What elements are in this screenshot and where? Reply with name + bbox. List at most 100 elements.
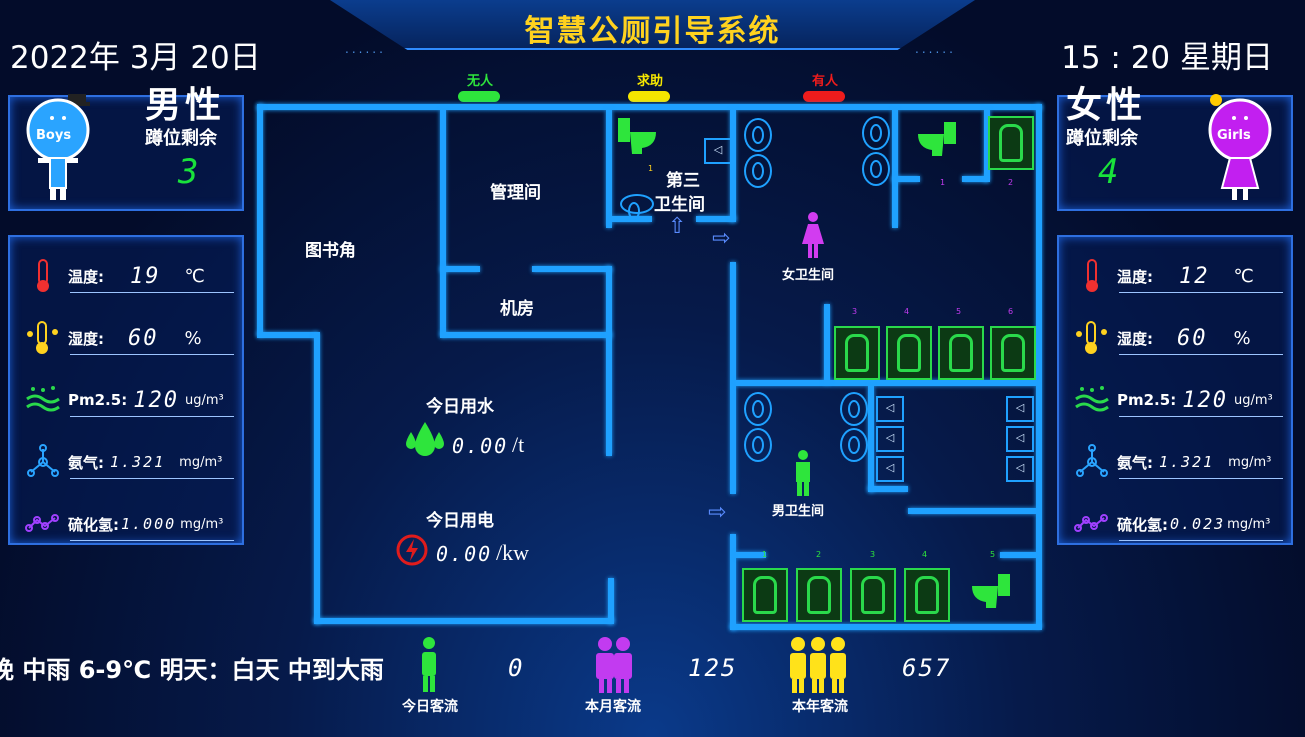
male-ammonia-value: 1.321 — [110, 453, 166, 471]
chain-icon — [1073, 505, 1111, 543]
third-wc-stall-num: 1 — [648, 164, 654, 173]
boys-avatar-label: Boys — [36, 128, 72, 143]
power-usage-unit: /kw — [496, 540, 529, 565]
date-display: 2022年 3月 20日 — [10, 40, 261, 76]
male-stall-2 — [796, 568, 842, 622]
lightning-icon — [396, 534, 428, 566]
legend-occupied-label: 有人 — [811, 74, 838, 89]
thermometer-icon — [1073, 257, 1111, 295]
male-stall-4 — [904, 568, 950, 622]
male-stall-num: 1 — [762, 550, 768, 559]
molecule-icon — [1073, 443, 1111, 481]
male-title: 男性 — [145, 85, 226, 126]
male-stall-num: 5 — [990, 550, 996, 559]
male-h2s-unit: mg/m³ — [180, 516, 224, 532]
female-person-icon — [802, 212, 824, 258]
right-arrow-icon: ⇨ — [708, 500, 727, 525]
male-h2s-value: 1.000 — [121, 515, 177, 533]
female-stall-6 — [990, 326, 1036, 380]
male-h2s-label: 硫化氢: — [68, 515, 119, 534]
chain-icon — [24, 505, 62, 543]
water-usage-value: 0.00 — [452, 434, 509, 458]
female-ammonia-unit: mg/m³ — [1228, 454, 1272, 470]
male-temperature-label: 温度: — [68, 267, 104, 286]
male-urinal-icon: ◁ — [1006, 426, 1034, 452]
male-pm25-value: 120 — [133, 387, 179, 413]
male-urinal-icon: ◁ — [1006, 456, 1034, 482]
monthly-flow-label: 本月客流 — [585, 699, 641, 715]
female-ammonia-label: 氨气: — [1117, 453, 1153, 472]
male-ammonia-unit: mg/m³ — [179, 454, 223, 470]
female-sink-icon — [744, 118, 772, 152]
male-wc-label: 男卫生间 — [772, 504, 825, 519]
room-machine-label: 机房 — [500, 299, 534, 319]
female-h2s-unit: mg/m³ — [1227, 516, 1271, 532]
female-stall-num: 4 — [904, 307, 910, 316]
female-temperature-label: 温度: — [1117, 267, 1153, 286]
female-pm25-unit: ug/m³ — [1233, 392, 1273, 408]
power-usage-value: 0.00 — [436, 542, 493, 566]
room-library-label: 图书角 — [305, 241, 356, 261]
female-toilet-icon — [918, 122, 956, 156]
male-humidity-value: 60 — [128, 325, 159, 351]
male-h2s-row: 硫化氢: 1.000 mg/m³ — [10, 493, 242, 555]
girls-avatar-label: Girls — [1217, 128, 1251, 143]
female-title: 女性 — [1066, 85, 1147, 126]
page-title: 智慧公厕引导系统 — [524, 14, 781, 49]
female-environment-panel: 温度: 12 ℃ 湿度: 60 % Pm2.5: 120 ug/m³ 氨气: 1… — [1057, 235, 1293, 545]
male-stall-num: 2 — [816, 550, 822, 559]
male-remaining-label: 蹲位剩余 — [145, 128, 217, 149]
male-temperature-value: 19 — [130, 263, 161, 289]
humidity-icon — [1073, 319, 1111, 357]
third-wc-label-line2: 卫生间 — [654, 195, 705, 215]
female-temperature-value: 12 — [1179, 263, 1210, 289]
header-banner — [330, 0, 975, 50]
humidity-icon — [24, 319, 62, 357]
legend-vacant-swatch — [458, 91, 500, 102]
female-remaining-count: 4 — [1098, 152, 1121, 192]
male-environment-panel: 温度: 19 ℃ 湿度: 60 % Pm2.5: 120 ug/m³ 氨气: 1… — [8, 235, 244, 545]
yearly-flow-label: 本年客流 — [792, 699, 848, 715]
female-humidity-row: 湿度: 60 % — [1059, 307, 1291, 369]
male-ammonia-label: 氨气: — [68, 453, 104, 472]
thermometer-icon — [24, 257, 62, 295]
female-h2s-label: 硫化氢: — [1117, 515, 1168, 534]
male-pm25-unit: ug/m³ — [184, 392, 224, 408]
female-humidity-value: 60 — [1177, 325, 1208, 351]
female-wc-label: 女卫生间 — [782, 268, 835, 283]
female-stall-4 — [886, 326, 932, 380]
male-pm25-label: Pm2.5: — [68, 391, 128, 409]
water-usage-label: 今日用水 — [426, 397, 494, 417]
weather-ticker: 晚 中雨 6-9℃ 明天：白天 中到大雨 — [0, 650, 402, 684]
girls-avatar: Girls — [1204, 92, 1274, 202]
male-humidity-row: 湿度: 60 % — [10, 307, 242, 369]
legend-occupied: 有人 — [803, 70, 847, 102]
male-stall-num: 3 — [870, 550, 876, 559]
male-humidity-label: 湿度: — [68, 329, 104, 348]
third-wc-label-line1: 第三 — [666, 171, 700, 191]
time-weekday-display: 15 : 20 星期日 — [1061, 40, 1273, 76]
monthly-flow-people-icon — [596, 637, 632, 693]
third-wc-urinal-icon: ◁ — [704, 138, 732, 164]
female-stall-3 — [834, 326, 880, 380]
female-humidity-unit: % — [1233, 327, 1251, 349]
male-urinal-icon: ◁ — [876, 426, 904, 452]
room-management-label: 管理间 — [490, 183, 541, 203]
monthly-flow-value: 125 — [688, 654, 738, 682]
male-sink-icon — [744, 428, 772, 462]
female-stall-num: 3 — [852, 307, 858, 316]
male-ammonia-row: 氨气: 1.321 mg/m³ — [10, 431, 242, 493]
female-remaining-label: 蹲位剩余 — [1066, 128, 1138, 149]
legend-help-label: 求助 — [636, 74, 663, 89]
legend-help: 求助 — [628, 70, 672, 102]
up-arrow-icon: ⇧ — [668, 214, 687, 239]
legend-vacant: 无人 — [458, 70, 502, 102]
daily-flow-value: 0 — [508, 654, 525, 682]
third-wc-sink-icon — [620, 194, 654, 220]
male-temperature-row: 温度: 19 ℃ — [10, 245, 242, 307]
female-sink-icon — [744, 154, 772, 188]
male-person-icon — [796, 450, 810, 496]
male-stall-1 — [742, 568, 788, 622]
female-stall-num: 5 — [956, 307, 962, 316]
water-drop-icon — [406, 422, 444, 456]
